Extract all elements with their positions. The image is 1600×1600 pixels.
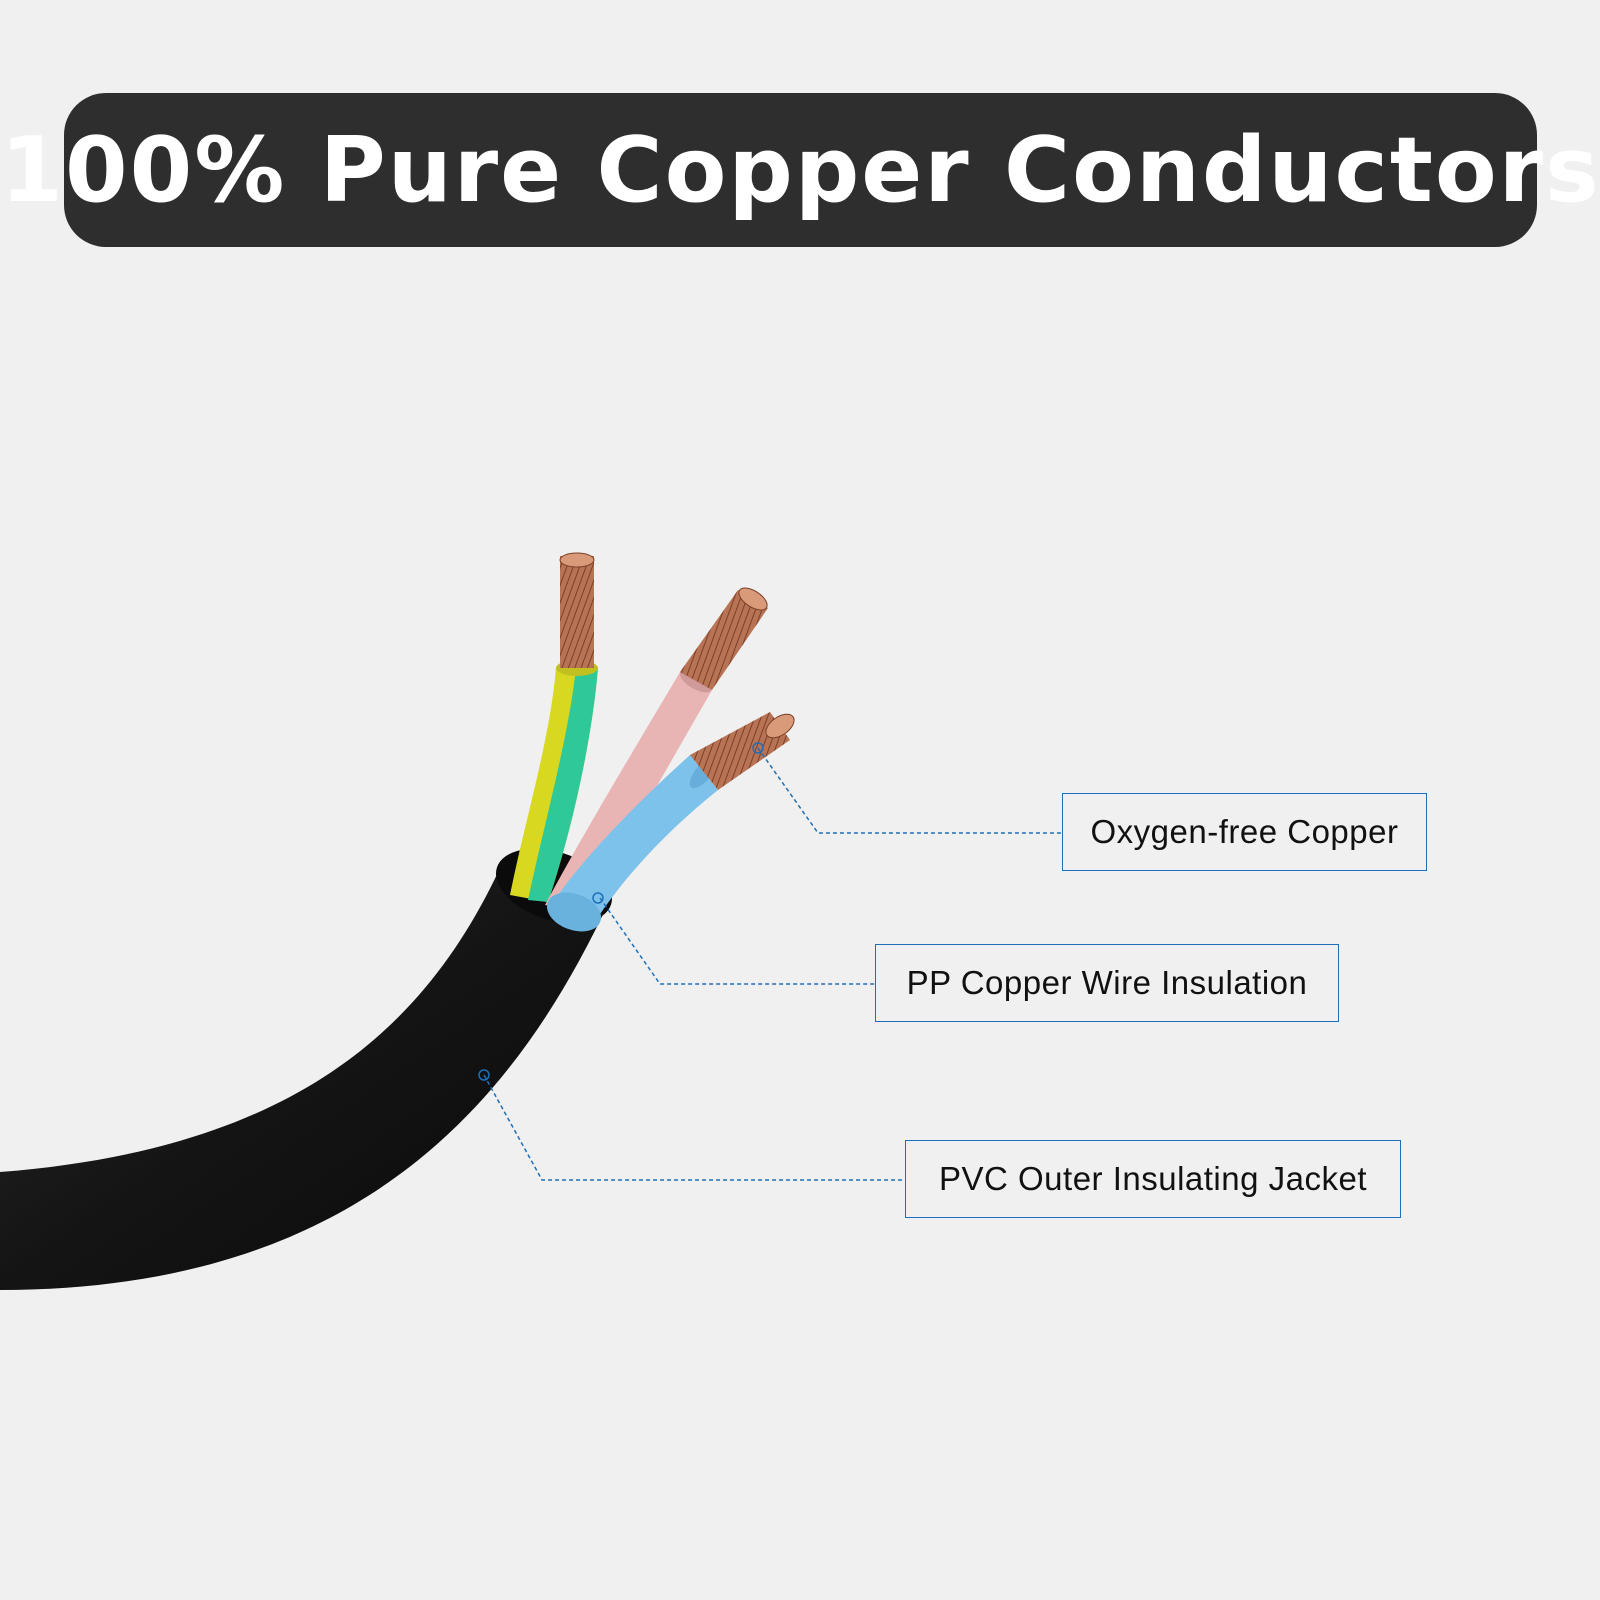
callout-pvc-jacket: PVC Outer Insulating Jacket	[905, 1140, 1401, 1218]
copper-strands-1	[559, 552, 595, 668]
marker-pp	[592, 892, 604, 904]
leader-line-pvc	[483, 1074, 905, 1181]
page-title: 100% Pure Copper Conductors	[0, 117, 1600, 223]
callout-oxygen-free-copper: Oxygen-free Copper	[1062, 793, 1427, 871]
callout-label: Oxygen-free Copper	[1090, 813, 1399, 850]
pvc-jacket-shape	[0, 868, 608, 1290]
marker-copper	[752, 742, 764, 754]
leader-line-copper	[757, 747, 1062, 834]
copper-strands-2	[680, 587, 768, 690]
callout-pp-insulation: PP Copper Wire Insulation	[875, 944, 1339, 1022]
copper-strands-3	[690, 712, 795, 790]
callout-label: PP Copper Wire Insulation	[906, 964, 1308, 1001]
marker-pvc	[478, 1069, 490, 1081]
callout-label: PVC Outer Insulating Jacket	[938, 1160, 1368, 1197]
title-banner: 100% Pure Copper Conductors	[0, 93, 1599, 247]
leader-line-pp	[599, 897, 875, 985]
